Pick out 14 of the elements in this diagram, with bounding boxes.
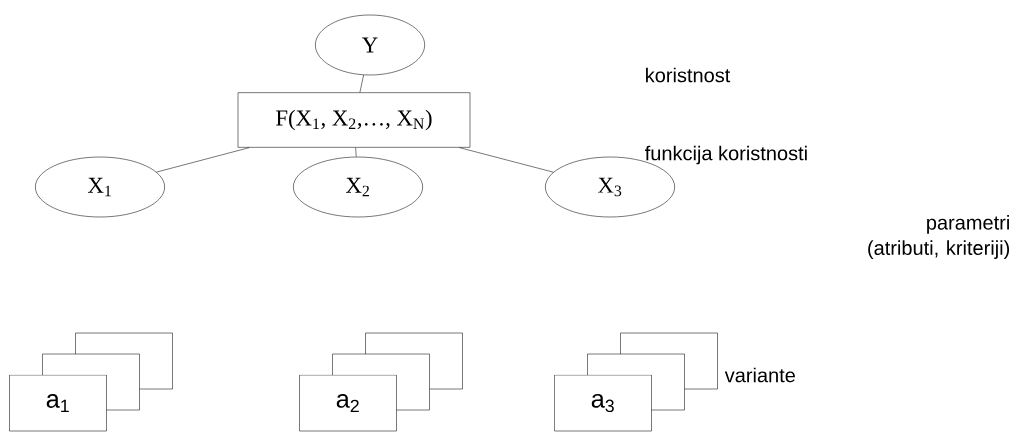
- card-stack: a$_{3}$: [554, 332, 718, 432]
- connector-line: [355, 147, 357, 157]
- connector-line: [156, 147, 250, 173]
- card-stack: a$_{1}$: [9, 332, 173, 432]
- ellipse-node: Y: [315, 14, 425, 76]
- card-stack: a$_{2}$: [299, 332, 463, 432]
- connector-line: [459, 147, 554, 173]
- function-box: F(X$_{1}$, X$_{2}$,…, X$_{N}$): [237, 92, 471, 148]
- node-label: a$_{1}$: [46, 394, 69, 412]
- ellipse-node: X$_{1}$: [35, 156, 165, 218]
- level-label: koristnost: [646, 67, 731, 83]
- level-label: parametri (atributi, kriteriji): [868, 215, 1010, 259]
- ellipse-node: X$_{2}$: [293, 156, 423, 218]
- connector-line: [359, 74, 364, 93]
